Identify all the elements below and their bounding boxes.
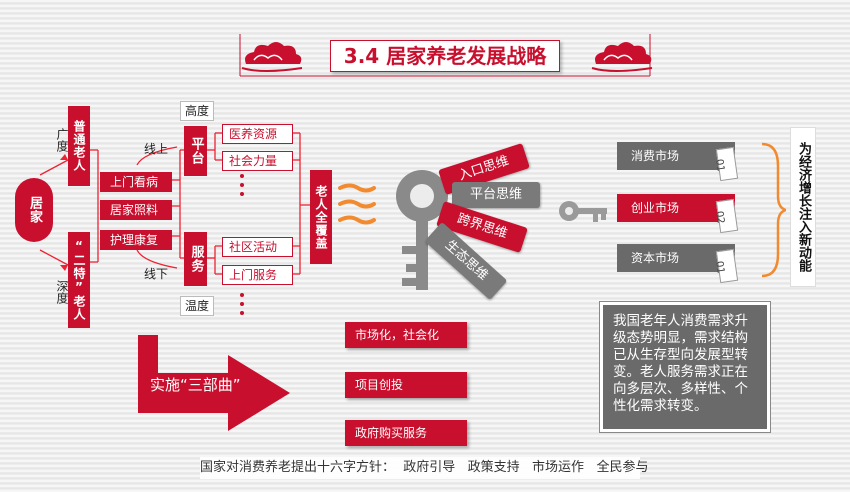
- ellipsis-dot: [240, 183, 244, 187]
- thinking-platform: 平台思维: [452, 182, 540, 208]
- market-consumption: 消费市场: [617, 142, 735, 170]
- ellipsis-dot: [240, 311, 244, 315]
- coverage-node: 老人全覆盖: [310, 170, 332, 264]
- ellipsis-dot: [240, 302, 244, 306]
- platform-item-medical: 医养资源: [222, 124, 293, 144]
- page-title: 3.4 居家养老发展战略: [330, 40, 560, 72]
- step-marketization: 市场化，社会化: [345, 322, 467, 348]
- height-label: 高度: [180, 101, 214, 121]
- market-startup: 创业市场: [617, 194, 735, 222]
- service-node: 服务: [184, 232, 207, 286]
- cloud-ornament-left: [241, 42, 303, 72]
- cloud-ornament-right: [591, 42, 653, 72]
- temperature-label: 温度: [180, 296, 214, 316]
- step-government-purchase: 政府购买服务: [345, 420, 467, 446]
- service-item-home: 上门服务: [222, 265, 293, 285]
- offline-label: 线下: [143, 267, 168, 281]
- service-home-visit: 上门看病: [100, 172, 172, 192]
- info-box: 我国老年人消费需求升级态势明显，需求结构已从生存型向发展型转变。老人服务需求正在…: [600, 302, 770, 432]
- online-label: 线上: [143, 142, 168, 156]
- growth-label: 为经济增长注入新动能: [790, 127, 816, 287]
- dimension-depth: 深度: [55, 280, 69, 304]
- service-rehab: 护理康复: [100, 230, 172, 250]
- platform-node: 平台: [184, 126, 207, 176]
- strategy-arrow: [138, 335, 290, 431]
- ellipsis-dot: [240, 174, 244, 178]
- market-bracket: [761, 142, 786, 278]
- ellipsis-dot: [240, 192, 244, 196]
- dimension-width: 广度: [55, 128, 69, 152]
- ellipsis-dot: [240, 293, 244, 297]
- service-item-community: 社区活动: [222, 237, 293, 257]
- strategy-label: 实施“三部曲”: [150, 376, 241, 394]
- small-key-icon: [559, 201, 607, 222]
- flow-arrows: [338, 183, 376, 225]
- center-node: 居家: [15, 178, 53, 242]
- step-venture: 项目创投: [345, 372, 467, 398]
- market-capital: 资本市场: [617, 244, 735, 272]
- key-icon: [396, 170, 448, 290]
- service-home-care: 居家照料: [100, 200, 172, 220]
- platform-item-social: 社会力量: [222, 151, 293, 171]
- footer-policy: 国家对消费养老提出十六字方针： 政府引导 政策支持 市场运作 全民参与: [200, 457, 648, 479]
- group-special: “二特”老人: [68, 232, 90, 328]
- group-general: 普通老人: [68, 106, 90, 186]
